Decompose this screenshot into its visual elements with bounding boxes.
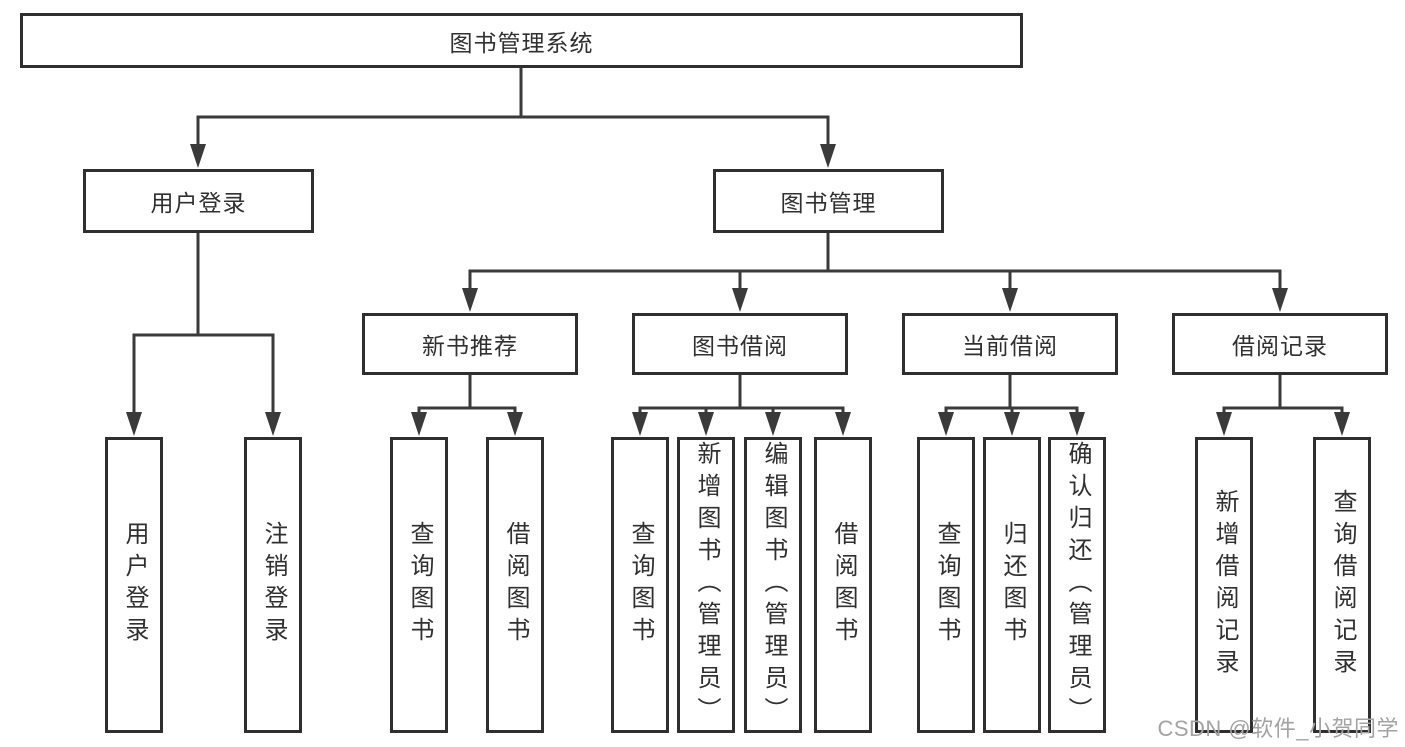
watermark: CSDN @软件_小贺同学 [1157,716,1399,741]
node-label: 当前借阅 [962,333,1058,359]
leaf-records-add-record: 新增借阅记录 [1195,437,1253,733]
leaf-user-login: 用户登录 [105,437,163,733]
node-borrow-records: 借阅记录 [1172,313,1388,375]
node-label: 图书管理 [780,190,877,216]
leaf-borrow-edit-books-admin: 编辑图书（管理员） [744,437,802,733]
leaf-recommend-query-books: 查询图书 [390,437,448,733]
leaf-recommend-borrow-books: 借阅图书 [486,437,544,733]
node-label: 借阅记录 [1232,333,1328,359]
node-label: 用户登录 [121,521,148,649]
node-label: 查询借阅记录 [1329,489,1356,681]
node-label: 图书管理系统 [449,29,594,56]
leaf-borrow-borrow-books: 借阅图书 [814,437,872,733]
leaf-current-query-books: 查询图书 [917,437,975,733]
node-current-borrow: 当前借阅 [902,313,1118,375]
node-label: 新增借阅记录 [1211,489,1238,681]
node-label: 查询图书 [933,521,960,649]
leaf-records-query-record: 查询借阅记录 [1313,437,1371,733]
node-book-borrow: 图书借阅 [632,313,848,375]
node-label: 编辑图书（管理员） [760,441,787,729]
leaf-borrow-query-books: 查询图书 [611,437,669,733]
node-label: 借阅图书 [830,521,857,649]
leaf-borrow-add-books-admin: 新增图书（管理员） [677,437,735,733]
node-label: 借阅图书 [502,521,529,649]
leaf-current-return-books: 归还图书 [983,437,1041,733]
node-new-book-recommend: 新书推荐 [362,313,578,375]
leaf-current-confirm-return-admin: 确认归还（管理员） [1048,437,1106,733]
node-label: 图书借阅 [692,333,788,359]
node-label: 确认归还（管理员） [1064,441,1091,729]
node-label: 查询图书 [627,521,654,649]
node-label: 查询图书 [406,521,433,649]
leaf-logout: 注销登录 [244,437,302,733]
node-label: 注销登录 [260,521,287,649]
node-label: 新书推荐 [422,333,518,359]
node-label: 归还图书 [999,521,1026,649]
node-label: 新增图书（管理员） [693,441,720,729]
node-label: 用户登录 [150,190,247,216]
node-book-management: 图书管理 [713,169,944,233]
node-root: 图书管理系统 [20,13,1023,68]
node-user-login: 用户登录 [83,169,314,233]
